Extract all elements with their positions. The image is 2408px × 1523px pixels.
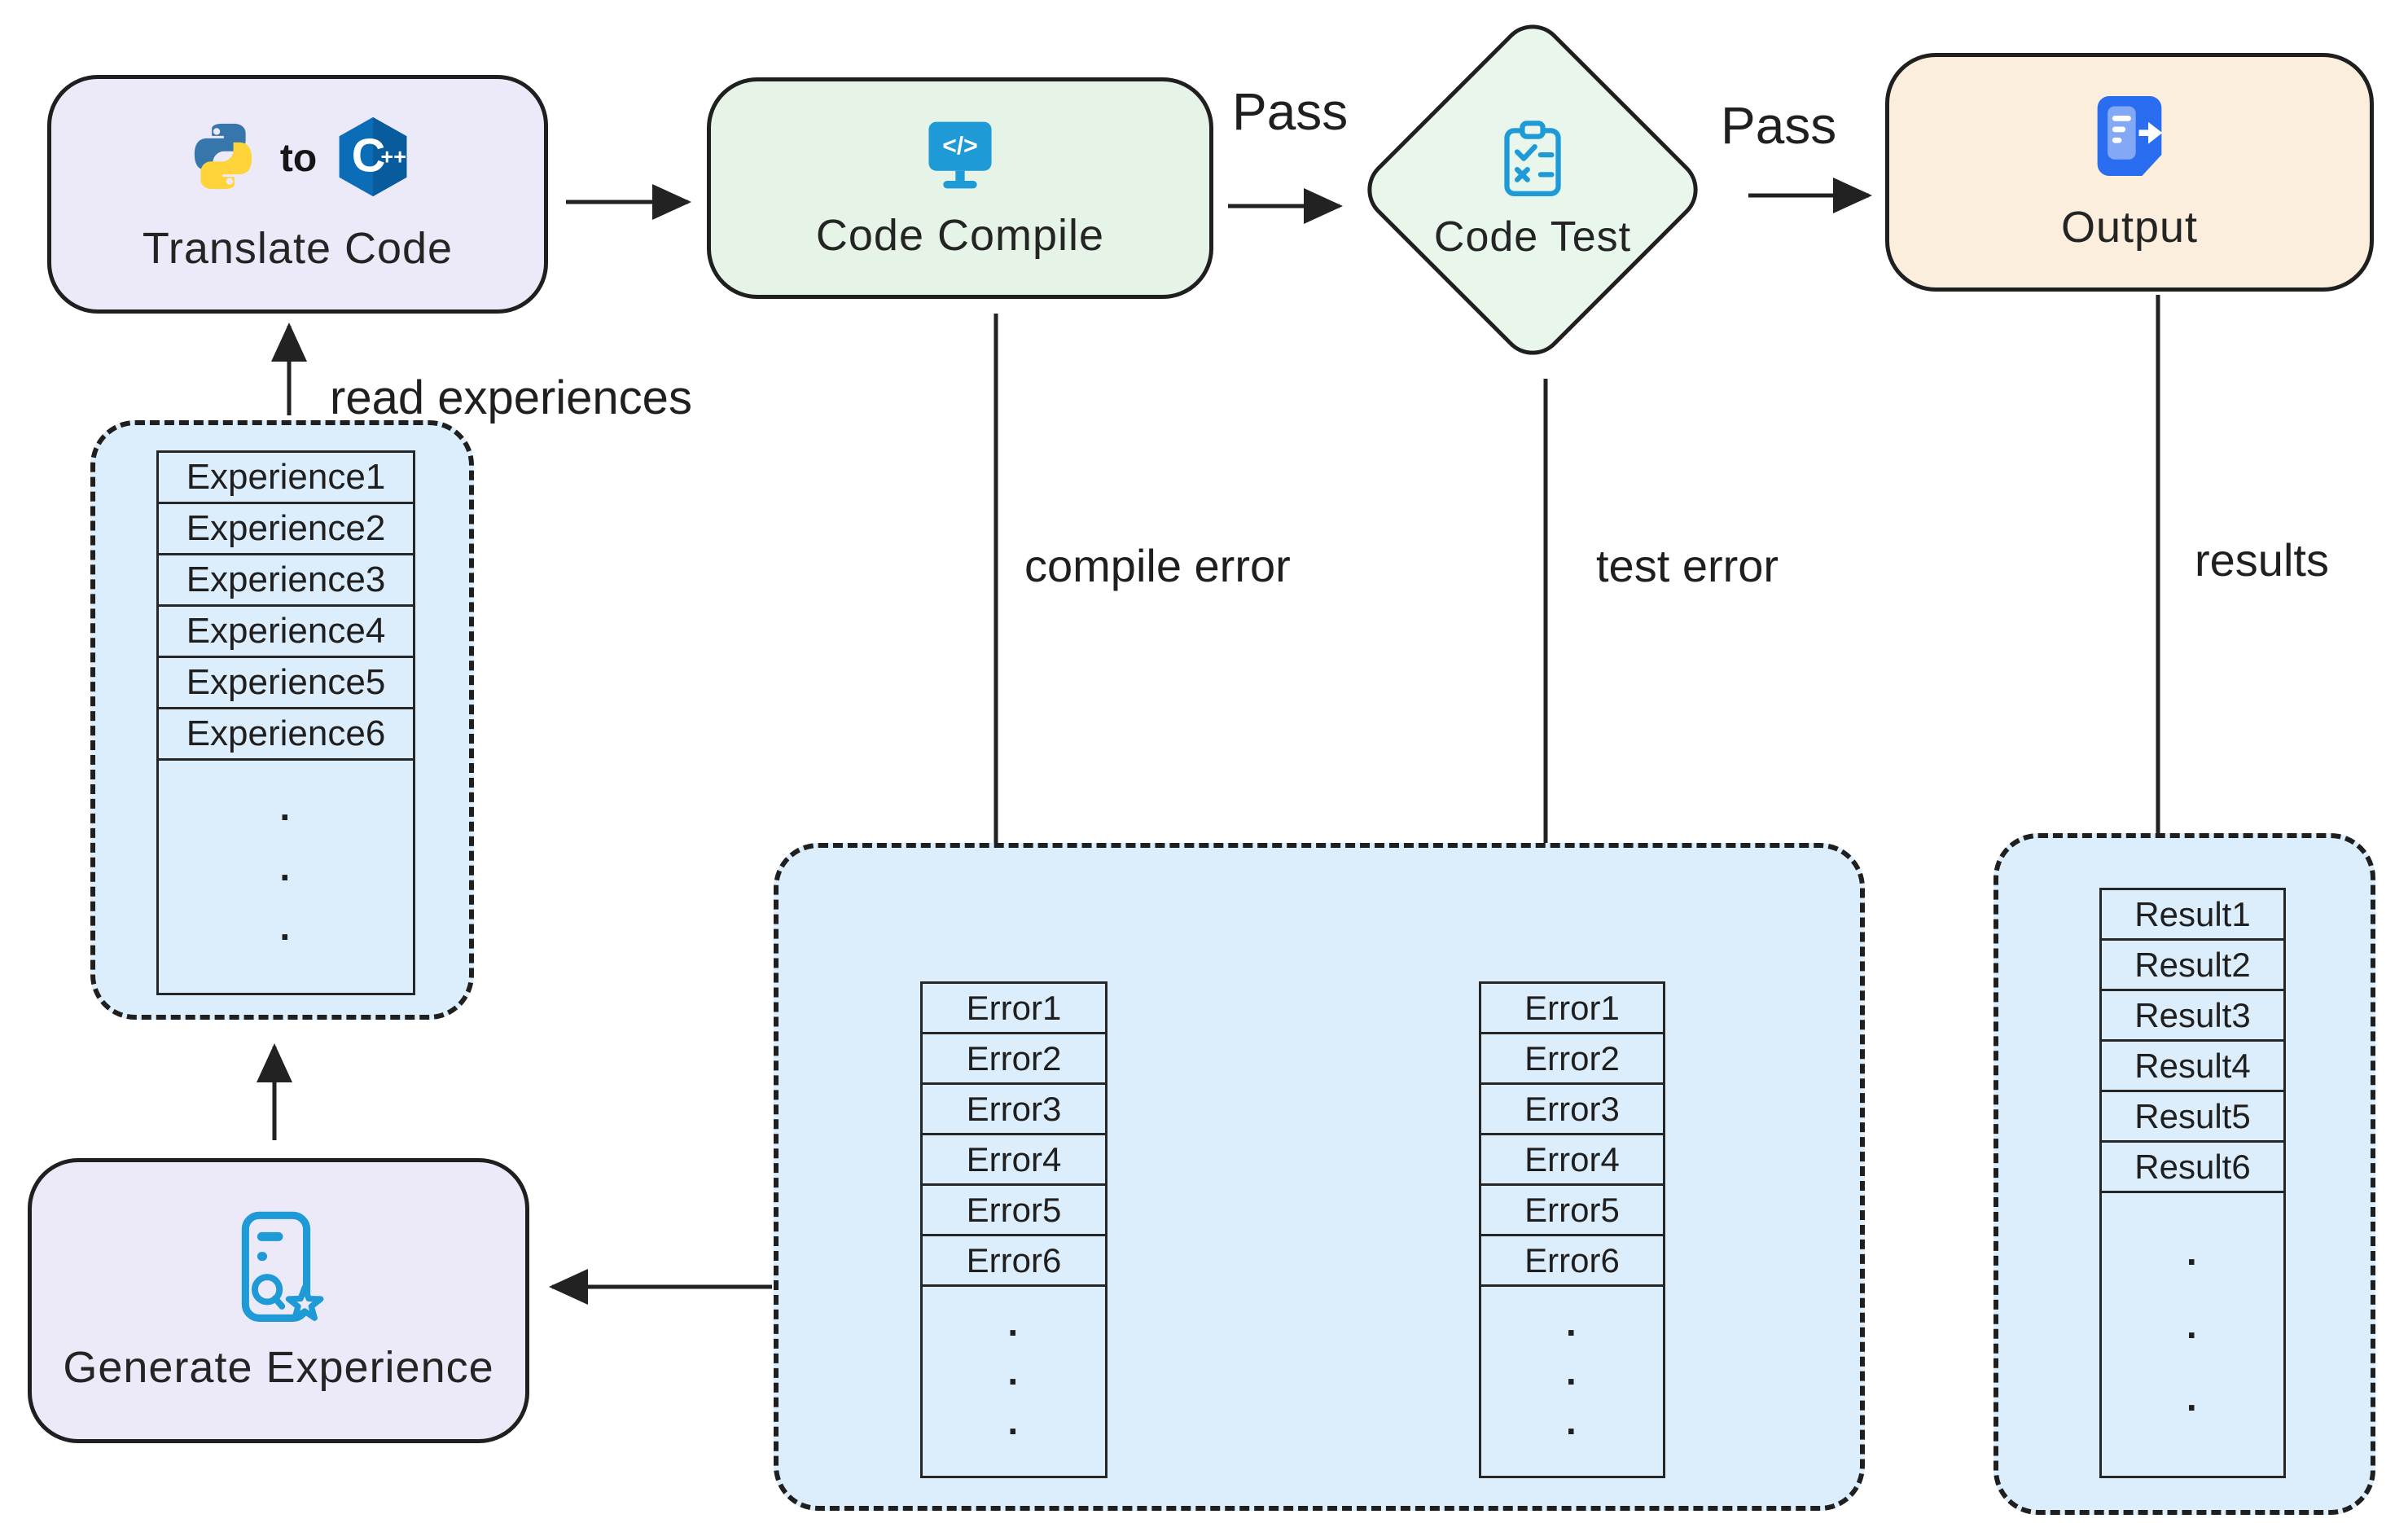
dot: · [279,855,292,898]
list-item: Result1 [2102,890,2283,941]
node-translate-code: to C ++ Translate Code [47,75,548,314]
edge-label-pass-1: Pass [1232,82,1349,141]
list-item: Result2 [2102,941,2283,991]
node-label-translate: Translate Code [142,223,454,273]
list-item: Error1 [1481,984,1663,1034]
experience-store-container [90,420,474,1020]
edge-label-results: results [2195,534,2329,586]
dot: · [2186,1313,2200,1356]
dot: · [1565,1310,1579,1354]
doc-search-star-icon [222,1209,336,1334]
list-item: Error1 [923,984,1105,1034]
dot: · [1565,1409,1579,1452]
to-word: to [279,137,318,180]
list-item: Error5 [923,1186,1105,1236]
edge-label-pass-2: Pass [1721,96,1837,155]
list-item: Result5 [2102,1092,2283,1143]
list-item: Experience3 [159,555,413,607]
ellipsis-dots: · · · [923,1287,1105,1476]
list-item: Experience4 [159,607,413,658]
svg-text:++: ++ [381,144,407,169]
list-item: Error5 [1481,1186,1663,1236]
node-output: Output [1885,53,2374,292]
document-export-icon [2090,92,2169,184]
dot: · [2186,1385,2200,1429]
list-item: Error6 [923,1236,1105,1287]
ellipsis-dots: · · · [159,761,413,993]
experience-table: Experience1 Experience2 Experience3 Expe… [156,450,415,995]
list-item: Result6 [2102,1143,2283,1193]
node-label-compile: Code Compile [815,210,1105,260]
list-item: Result3 [2102,991,2283,1042]
ellipsis-dots: · · · [1481,1287,1663,1476]
python-logo-icon [186,119,261,198]
list-item: Error3 [1481,1085,1663,1135]
node-code-test: Code Test [1353,11,1712,369]
ellipsis-dots: · · · [2102,1193,2283,1476]
node-label-generate: Generate Experience [63,1342,494,1392]
edge-label-read-experiences: read experiences [330,371,692,424]
list-item: Error2 [923,1034,1105,1085]
dot: · [2186,1240,2200,1284]
list-item: Result4 [2102,1042,2283,1092]
result-store-container [1994,833,2375,1515]
list-item: Error4 [1481,1135,1663,1186]
list-item: Error2 [1481,1034,1663,1085]
dot: · [1007,1360,1020,1402]
dot: · [279,915,292,959]
dot: · [1565,1360,1579,1402]
test-error-table: Error1 Error2 Error3 Error4 Error5 Error… [1479,981,1665,1478]
node-code-compile: </> Code Compile [707,77,1213,299]
list-item: Error3 [923,1085,1105,1135]
node-generate-experience: Generate Experience [28,1158,529,1443]
cpp-logo-icon: C ++ [336,116,410,202]
list-item: Experience2 [159,504,413,555]
svg-text:C: C [352,129,386,182]
dot: · [1007,1409,1020,1452]
list-item: Error6 [1481,1236,1663,1287]
list-item: Experience5 [159,658,413,709]
dot: · [1007,1310,1020,1354]
list-item: Experience1 [159,453,413,504]
compile-error-table: Error1 Error2 Error3 Error4 Error5 Error… [920,981,1108,1478]
node-label-test: Code Test [1433,213,1632,261]
node-label-output: Output [2060,203,2199,252]
clipboard-checklist-icon [1496,118,1569,204]
dot: · [279,795,292,838]
translate-icons-row: to C ++ [186,116,410,202]
edge-label-test-error: test error [1596,540,1779,591]
error-store-container [774,843,1865,1511]
result-table: Result1 Result2 Result3 Result4 Result5 … [2099,888,2286,1478]
svg-text:</>: </> [942,133,978,160]
code-monitor-icon: </> [922,116,998,197]
code-test-content: Code Test [1410,68,1655,312]
list-item: Experience6 [159,709,413,761]
edge-label-compile-error: compile error [1024,540,1291,591]
list-item: Error4 [923,1135,1105,1186]
